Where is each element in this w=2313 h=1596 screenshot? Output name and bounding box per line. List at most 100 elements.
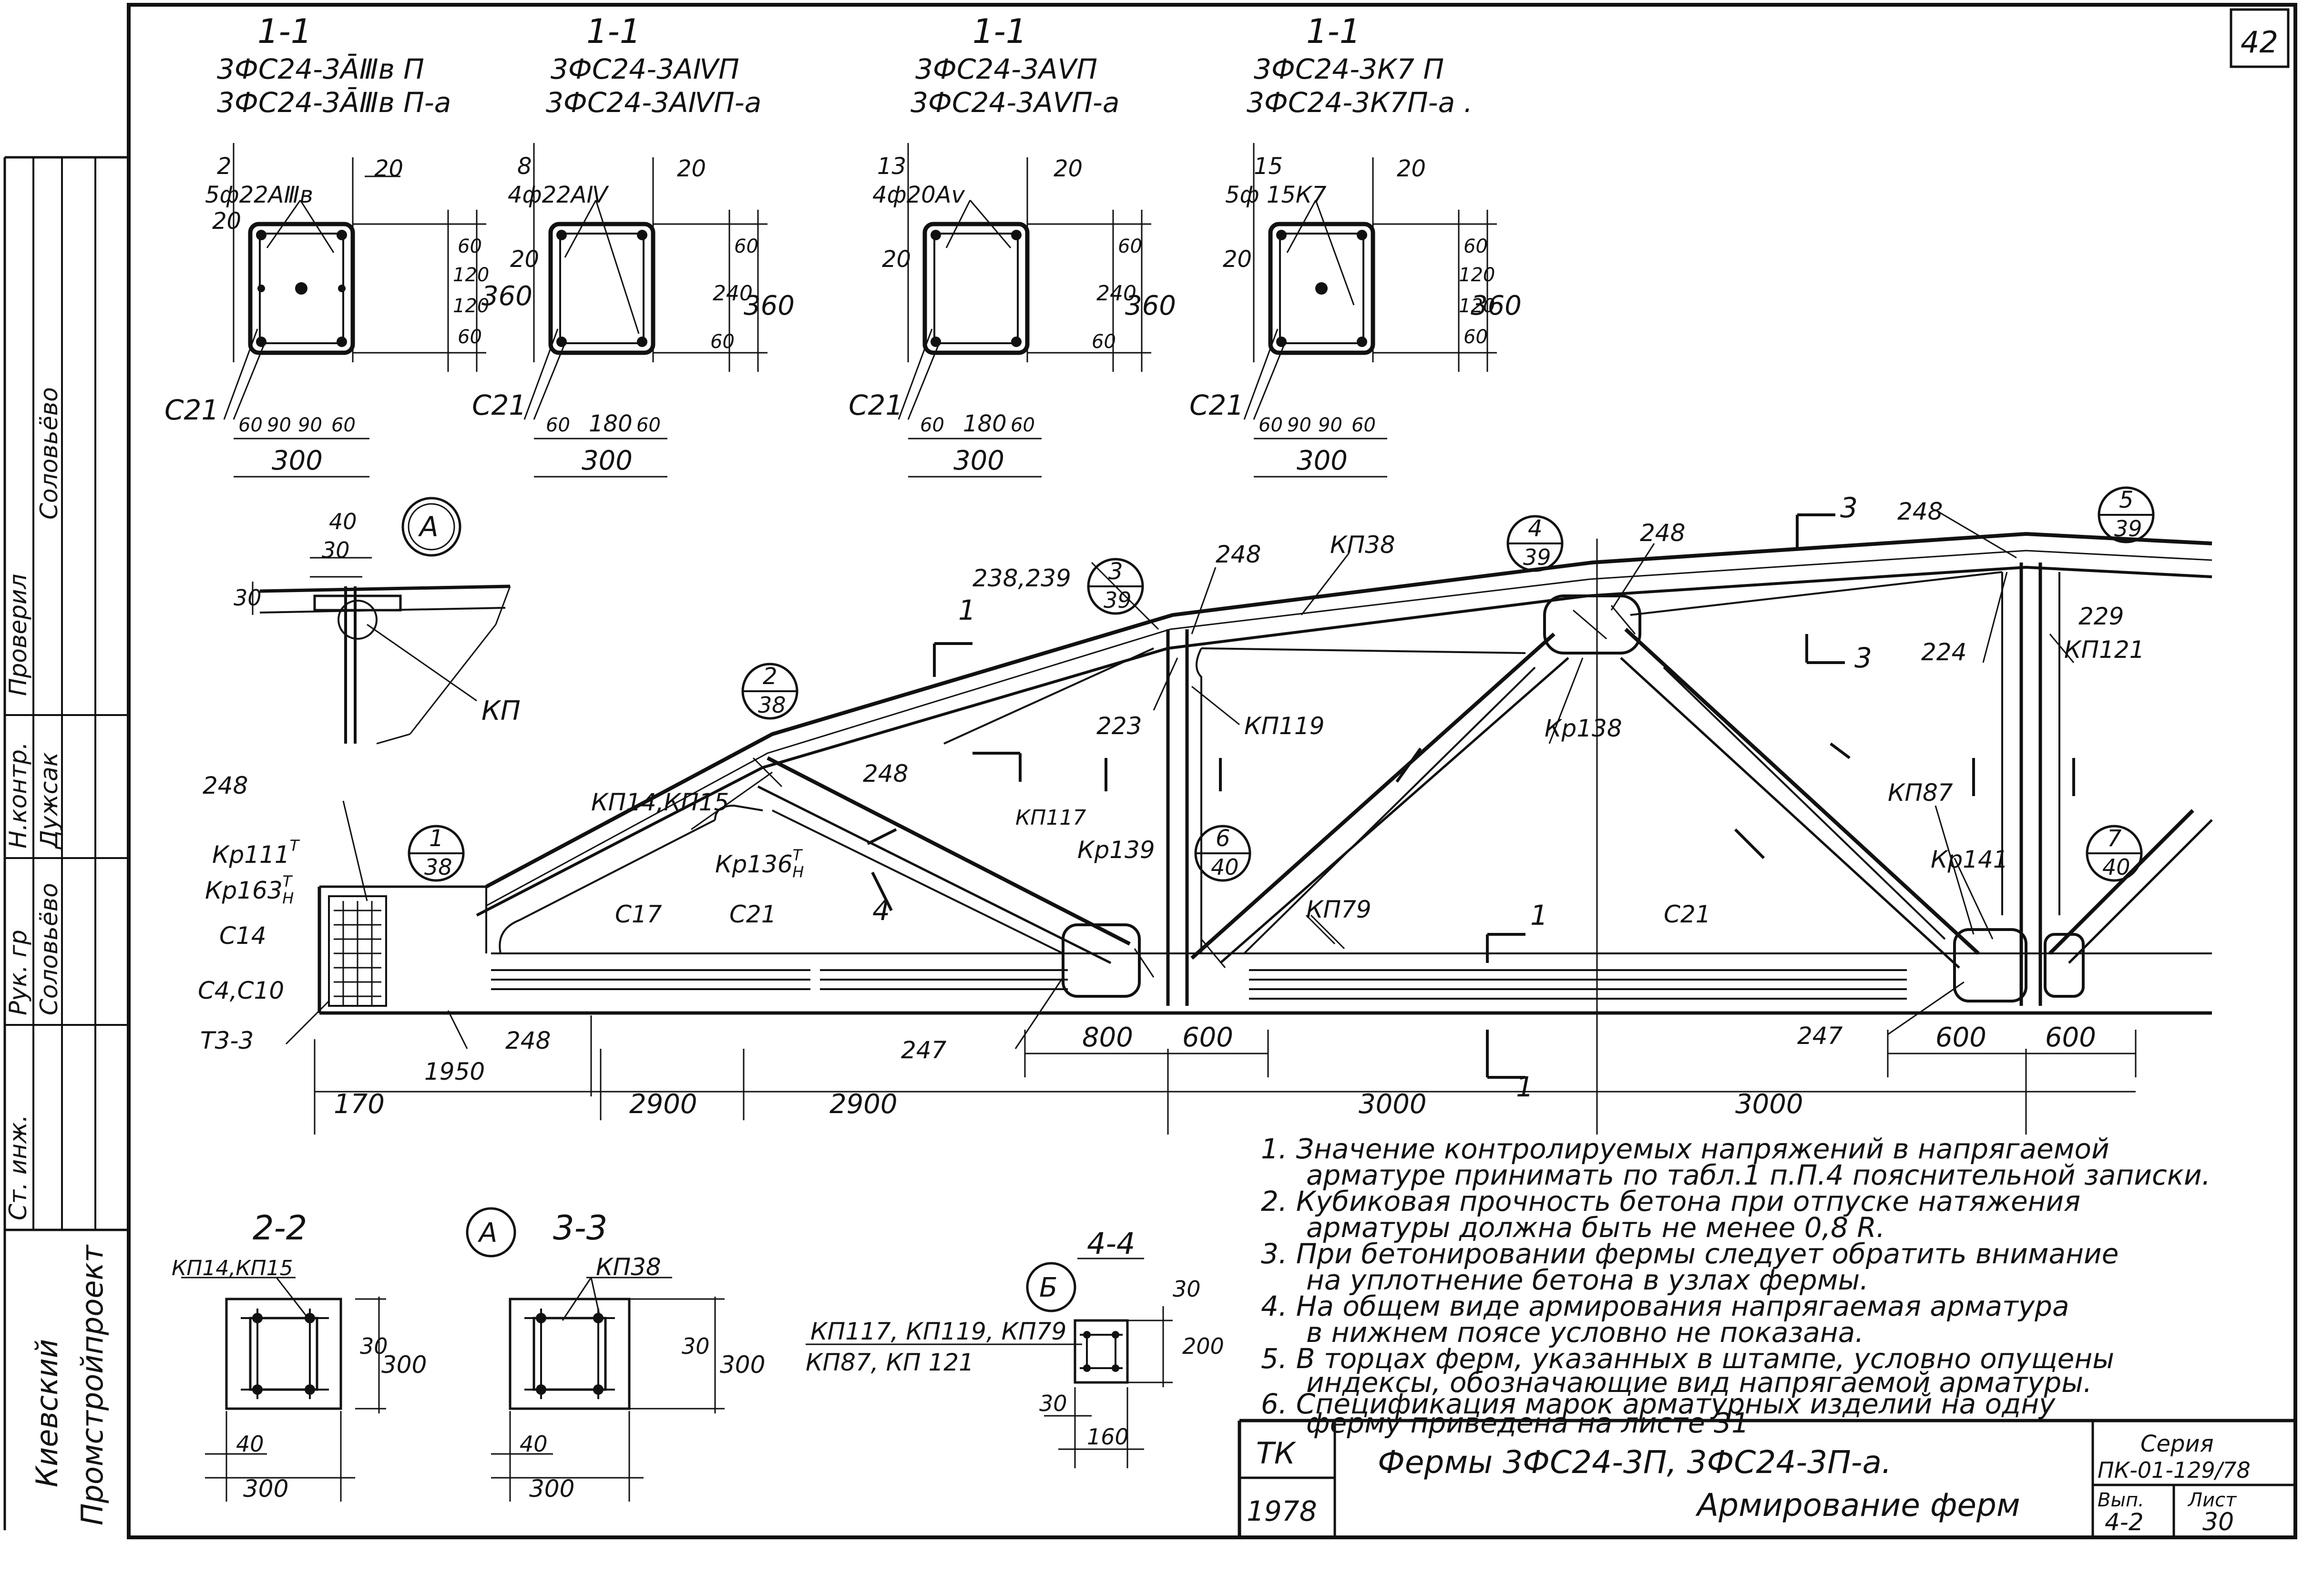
left-stamp-role-3: Рук. гр [4,930,32,1015]
cut-1-b: 1 [1530,899,1548,931]
label-248-a: 248 [203,772,248,799]
label-247-a: 247 [901,1036,947,1064]
section-1-tie: С21 [164,394,219,426]
section-2-2-frame [181,1277,386,1502]
label-c17: С17 [615,900,662,928]
left-stamp-org-1: Киевский [30,1339,64,1487]
callout-3-num: 3 [1108,558,1123,585]
section-1-dim-r3: 120 [453,295,489,317]
note-line-5: 3. При бетонировании фермы следует обрат… [1261,1238,2119,1270]
section-2-height: 360 [744,290,795,321]
callout-4-sheet: 39 [1523,544,1551,570]
label-t3-3: Т3-3 [200,1027,254,1054]
section-4-dim-b2: 90 [1287,414,1311,436]
section-1-cover-top: 20 [374,155,403,182]
label-1950: 1950 [424,1058,485,1085]
section-2-dim-r3: 60 [710,331,735,353]
note-line-11: 6. Спецификация марок арматурных изделий… [1261,1388,2056,1420]
section-4-dim-b1: 60 [1259,414,1283,436]
section-4-dim-r4: 60 [1464,326,1488,348]
left-stamp-name-1: Соловьёво [35,387,63,520]
title-block-series: ПК-01-129/78 [2098,1457,2251,1483]
note-line-1: 1. Значение контролируемых напряжений в … [1261,1133,2109,1165]
detail-a-dim-2: 30 [322,537,350,563]
section-3-cover-side: 20 [882,246,911,273]
section-3-3-dim-r1: 30 [682,1333,710,1359]
section-2-dim-b3: 60 [636,414,661,436]
section-4-bar: 15 [1254,153,1283,180]
section-4-4-dim-r1: 30 [1173,1276,1201,1302]
title-block-title-1: Фермы 3ФС24-3П, 3ФС24-3П-а. [1378,1444,1892,1481]
section-4-dim-b4: 60 [1351,414,1376,436]
detail-a-dim-3: 30 [234,585,262,611]
callout-7-num: 7 [2107,825,2122,852]
callout-circles [408,486,2155,882]
section-4-4-dim-b2: 160 [1087,1424,1129,1450]
label-229: 229 [2078,603,2124,630]
cut-3-b: 3 [1854,642,1872,674]
section-1-width: 300 [272,445,323,476]
section-2-dim-r1: 60 [734,235,758,257]
section-2-dim-r2: 240 [713,281,753,306]
cut-1-c: 1 [1516,1071,1534,1103]
section-4-dim-r1: 60 [1464,235,1488,257]
section-1-dim-b1: 60 [238,414,263,436]
section-1-mark-1: 3ФС24-3ĀⅢв П [217,53,424,85]
section-3-frame [898,143,1151,478]
label-kr139: Кр139 [1077,836,1155,864]
section-2-width: 300 [582,445,633,476]
truss-outline [285,509,2213,1135]
note-line-7: 4. На общем виде армирования напрягаемая… [1261,1290,2069,1322]
note-line-3: 2. Кубиковая прочность бетона при отпуск… [1261,1185,2081,1217]
dim-600-c: 600 [2045,1022,2096,1053]
section-1-height: 360 [481,281,532,312]
section-1-mark-2: 3ФС24-3ĀⅢв П-а [217,86,451,119]
section-3-3-mark: А [478,1217,497,1248]
dim-600-a: 600 [1182,1022,1233,1053]
label-kp121: КП121 [2064,636,2145,664]
section-4-cut: 1-1 [1306,12,1361,51]
section-2-tie: С21 [472,389,526,421]
section-2-2-dim-b1: 40 [236,1431,264,1457]
left-stamp-role-2: Н.контр. [4,742,32,849]
left-stamp-name-3: Соловьёво [35,883,63,1015]
title-block-sheet: 30 [2202,1508,2234,1536]
label-224: 224 [1921,638,1966,666]
section-4-mark-2: 3ФС24-3К7П-а . [1247,86,1473,119]
dim-2900-a: 2900 [629,1089,697,1120]
label-kp38: КП38 [1330,531,1395,559]
label-223: 223 [1096,712,1142,740]
section-1-bar-spec: 5ф22АⅢв [205,182,313,208]
section-3-mark-1: 3ФС24-3АⅤП [915,53,1097,85]
label-c4-c10: С4,С10 [198,977,284,1004]
section-bars [256,230,1367,347]
section-3-3-label: КП38 [596,1253,661,1281]
section-1-frame [223,143,486,478]
dim-800: 800 [1082,1022,1133,1053]
dim-2900-b: 2900 [829,1089,898,1120]
cut-3-a: 3 [1840,491,1858,524]
left-stamp-name-2: Дужсак [35,752,63,849]
section-3-3-cut: 3-3 [553,1208,607,1248]
callout-1-num: 1 [429,825,444,852]
label-248-c: 248 [863,760,908,788]
callout-6-num: 6 [1216,825,1230,852]
section-4-frame [1243,143,1497,478]
note-line-10: индексы, обозначающие вид напрягаемой ар… [1306,1366,2092,1399]
title-block-issue-label: Вып. [2098,1489,2144,1511]
label-kp119: КП119 [1244,712,1325,740]
title-block-issue: 4-2 [2105,1508,2144,1536]
dim-3000-b: 3000 [1735,1089,1803,1120]
label-kr141: Кр141 [1931,846,2008,873]
section-4-tie: С21 [1189,389,1244,421]
section-3-tie: С21 [849,389,903,421]
label-c14: С14 [219,922,266,950]
section-4-width: 300 [1297,445,1348,476]
title-block-title-2: Армирование ферм [1695,1487,2020,1524]
section-2-bar: 8 [517,153,532,180]
note-line-4: арматуры должна быть не менее 0,8 R. [1306,1211,1885,1244]
label-c21-b: С21 [1664,900,1711,928]
section-4-cover-side: 20 [1223,246,1252,273]
section-3-bar: 13 [877,153,906,180]
